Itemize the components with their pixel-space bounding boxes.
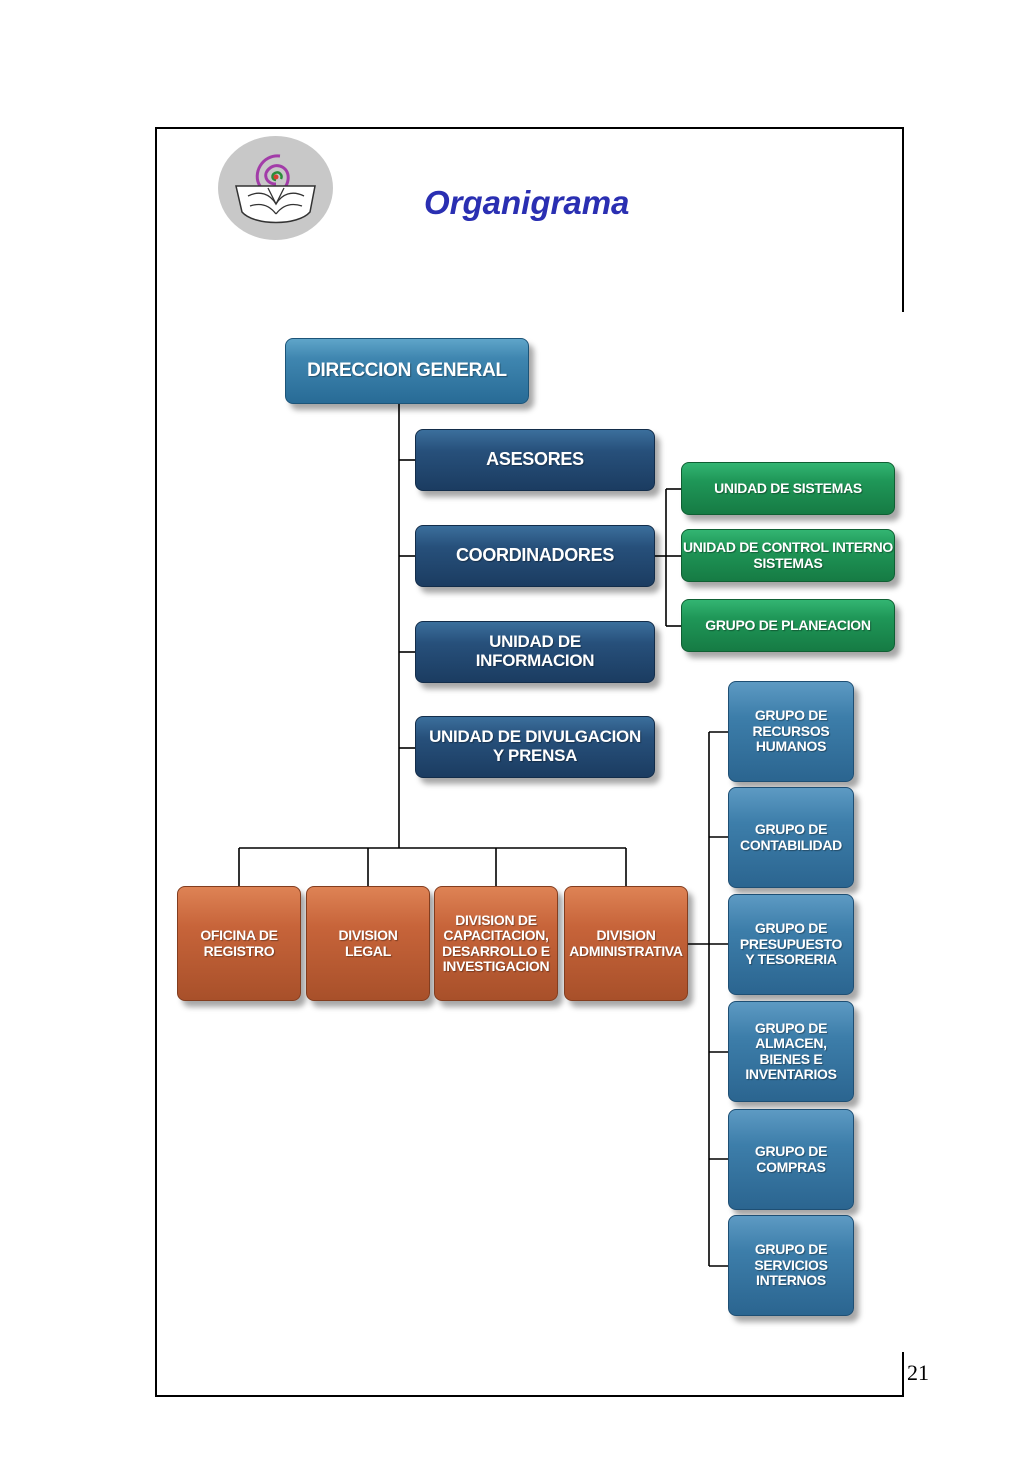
org-box-asesores: ASESORES xyxy=(415,429,655,491)
org-box-oficina-de-registro: OFICINA DE REGISTRO xyxy=(177,886,301,1001)
org-box-direccion-general: DIRECCION GENERAL xyxy=(285,338,529,404)
org-box-presupuesto-tesoreria: GRUPO DE PRESUPUESTO Y TESORERIA xyxy=(728,894,854,995)
org-box-recursos-humanos: GRUPO DE RECURSOS HUMANOS xyxy=(728,681,854,782)
frame-gap xyxy=(902,312,906,1352)
org-box-unidad-de-sistemas: UNIDAD DE SISTEMAS xyxy=(681,462,895,515)
org-box-division-administrativa: DIVISION ADMINISTRATIVA xyxy=(564,886,688,1001)
page-number: 21 xyxy=(907,1360,929,1385)
org-box-compras: GRUPO DE COMPRAS xyxy=(728,1109,854,1210)
org-box-servicios-internos: GRUPO DE SERVICIOS INTERNOS xyxy=(728,1215,854,1316)
org-box-grupo-de-planeacion: GRUPO DE PLANEACION xyxy=(681,599,895,652)
org-box-coordinadores: COORDINADORES xyxy=(415,525,655,587)
org-box-contabilidad: GRUPO DE CONTABILIDAD xyxy=(728,787,854,888)
org-box-unidad-de-informacion: UNIDAD DE INFORMACION xyxy=(415,621,655,683)
hands-spiral-emblem-icon xyxy=(218,136,333,240)
org-box-almacen-bienes: GRUPO DE ALMACEN, BIENES E INVENTARIOS xyxy=(728,1001,854,1102)
org-box-unidad-de-control-interno: UNIDAD DE CONTROL INTERNO SISTEMAS xyxy=(681,529,895,582)
org-box-unidad-de-divulgacion: UNIDAD DE DIVULGACION Y PRENSA xyxy=(415,716,655,778)
page-title: Organigrama xyxy=(424,184,630,221)
org-box-division-capacitacion: DIVISION DE CAPACITACION, DESARROLLO E I… xyxy=(434,886,558,1001)
org-box-division-legal: DIVISION LEGAL xyxy=(306,886,430,1001)
